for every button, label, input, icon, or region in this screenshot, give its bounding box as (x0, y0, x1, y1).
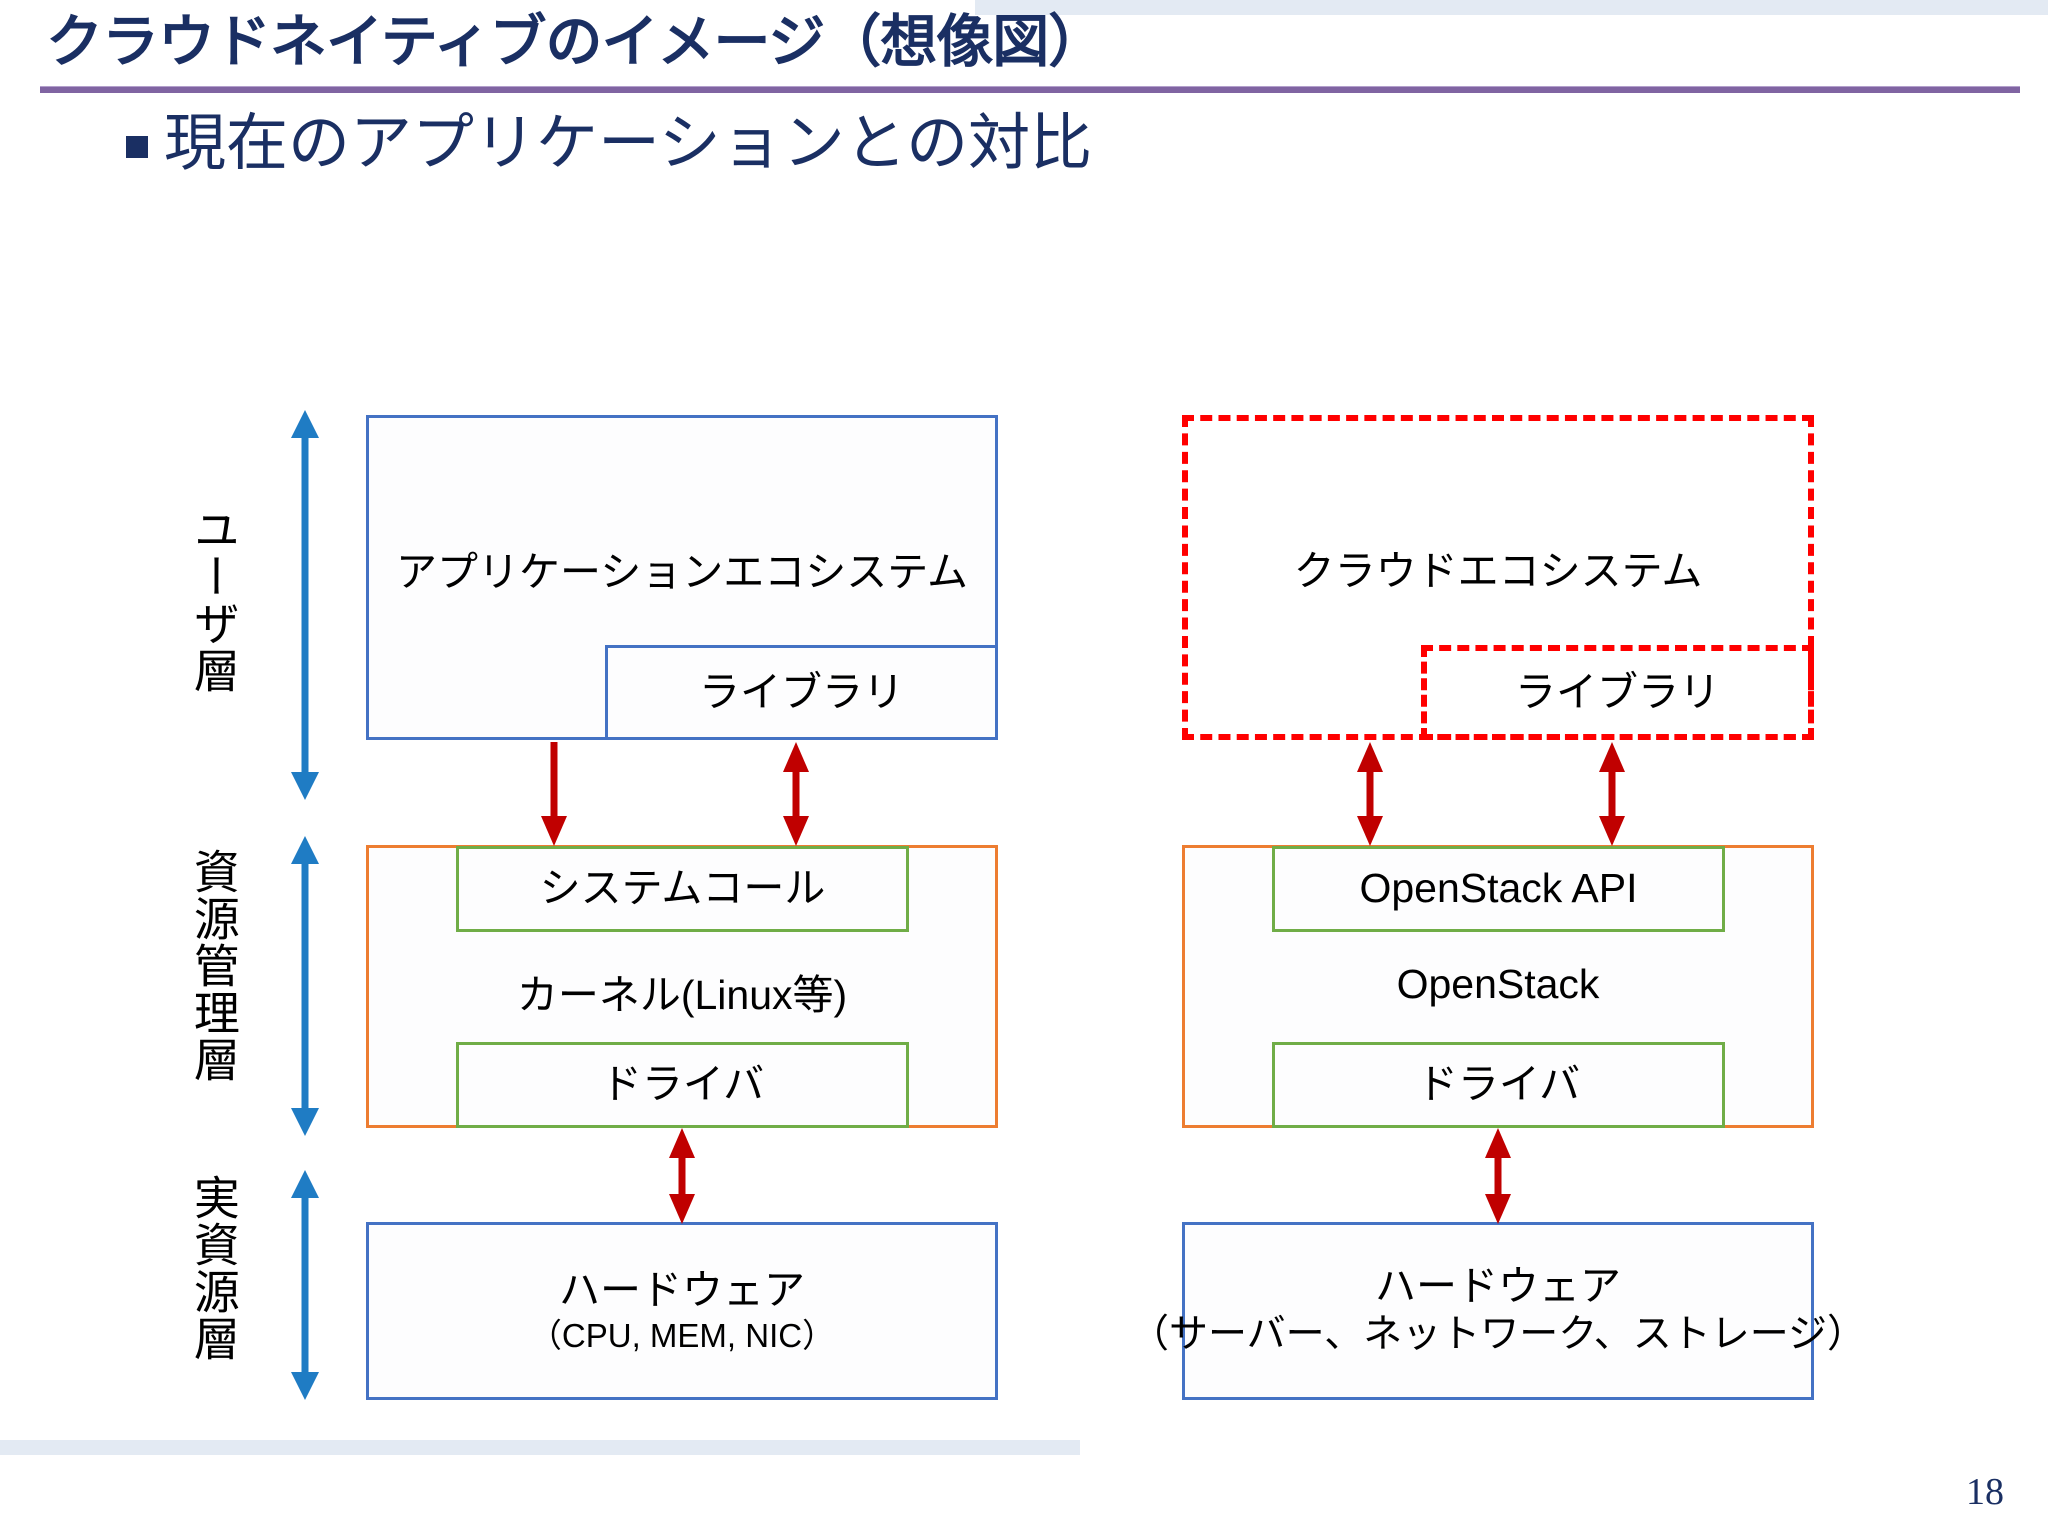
connector-right-library-to-api (1599, 742, 1625, 846)
subtitle-text: 現在のアプリケーションとの対比 (164, 109, 1093, 178)
left-driver-label: ドライバ (600, 1061, 765, 1108)
left-driver-box: ドライバ (456, 1042, 909, 1128)
right-cloud-ecosystem-label: クラウドエコシステム (1293, 548, 1703, 594)
scope-arrow-resource-layer (291, 836, 319, 1136)
right-openstack-api-label: OpenStack API (1359, 865, 1638, 912)
right-library-label: ライブラリ (1515, 668, 1720, 715)
right-hardware-title: ハードウェア (1375, 1263, 1621, 1310)
page-title: クラウドネイティブのイメージ（想像図） (46, 10, 1105, 74)
right-hardware-box: ハードウェア （サーバー、ネットワーク、ストレージ） (1130, 1222, 1866, 1400)
scope-arrow-physical-layer (291, 1170, 319, 1400)
right-driver-label: ドライバ (1416, 1061, 1581, 1108)
left-hardware-detail: （CPU, MEM, NIC） (528, 1316, 836, 1354)
footer-accent-band (0, 1440, 1080, 1455)
left-kernel-label: カーネル(Linux等) (516, 972, 848, 1018)
right-library-box: ライブラリ (1421, 645, 1814, 740)
subtitle-bullet-row: 現在のアプリケーションとの対比 (126, 108, 1092, 179)
layer-label-physical-resource: 実資源層 (187, 1174, 240, 1362)
left-application-ecosystem-label: アプリケーションエコシステム (396, 549, 968, 595)
right-hardware-detail: （サーバー、ネットワーク、ストレージ） (1130, 1313, 1866, 1357)
connector-right-cloud-to-api (1357, 742, 1383, 846)
header-accent-band (975, 0, 2048, 15)
left-library-label: ライブラリ (699, 668, 904, 715)
right-driver-box: ドライバ (1272, 1042, 1725, 1128)
right-openstack-label: OpenStack (1396, 961, 1600, 1007)
left-library-box: ライブラリ (605, 645, 998, 740)
layer-label-resource-management: 資源管理層 (187, 848, 240, 1083)
scope-arrow-user-layer (291, 410, 319, 800)
connector-left-app-to-syscall (541, 742, 567, 846)
connector-right-driver-to-hardware (1485, 1128, 1511, 1224)
title-underline-rule (40, 86, 2020, 93)
left-hardware-title: ハードウェア (559, 1266, 805, 1313)
left-hardware-box: ハードウェア （CPU, MEM, NIC） (366, 1222, 998, 1400)
square-bullet-icon (126, 135, 148, 158)
page-number: 18 (1966, 1471, 2004, 1513)
layer-label-user: ユーザ層 (187, 506, 240, 694)
right-openstack-api-box: OpenStack API (1272, 846, 1725, 932)
connector-left-driver-to-hardware (669, 1128, 695, 1224)
connector-left-library-to-syscall (783, 742, 809, 846)
left-system-call-label: システムコール (539, 865, 826, 912)
left-system-call-box: システムコール (456, 846, 909, 932)
